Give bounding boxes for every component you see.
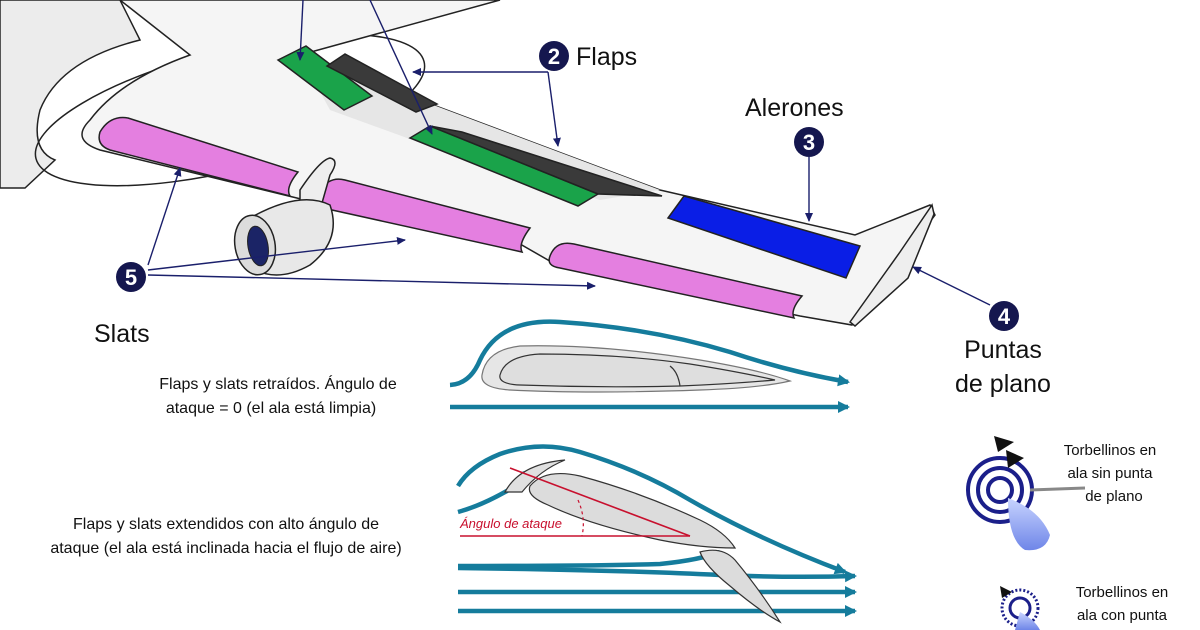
wing-tip <box>848 203 935 327</box>
flap-inboard <box>276 45 374 111</box>
flow-line-top-retracted <box>449 319 850 388</box>
airfoil-retracted <box>449 319 850 413</box>
label-puntas-line1: Puntas <box>964 336 1042 364</box>
badge-alerones-number: 3 <box>803 130 815 155</box>
label-puntas-line2: de plano <box>955 370 1051 398</box>
alerones-callout: Alerones 3 <box>745 94 844 157</box>
vortex-with-tip-line1: Torbellinos en <box>1076 584 1169 601</box>
label-flaps: Flaps <box>576 43 637 71</box>
vortex-glow-no-tip <box>1008 498 1050 551</box>
flap-inboard-dark <box>325 53 439 113</box>
label-alerones: Alerones <box>745 94 844 122</box>
badge-slats-number: 5 <box>125 265 137 290</box>
badge-puntas <box>989 301 1019 331</box>
caption-retracted-line1: Flaps y slats retraídos. Ángulo de <box>159 374 397 393</box>
slat-outboard <box>548 242 804 320</box>
slats-callout: 5 Slats <box>94 262 150 348</box>
chord-line <box>509 467 691 537</box>
badge-puntas-number: 4 <box>998 304 1011 329</box>
airfoil-flap-line-retracted <box>669 365 681 387</box>
airfoil-body-retracted <box>499 353 776 388</box>
fuselage <box>0 0 142 189</box>
badge-slats <box>116 262 146 292</box>
vortex-with-tip <box>1000 586 1040 630</box>
flaps-callout: 2 Flaps <box>539 41 637 71</box>
flow-line-4-extended <box>457 565 857 583</box>
airfoil-body-extended <box>528 473 737 549</box>
airfoil-extended: Ángulo de ataque <box>456 444 857 624</box>
slat-inboard <box>98 116 300 198</box>
caption-extended-line2: ataque (el ala está inclinada hacia el f… <box>50 540 401 557</box>
caption-retracted-line2: ataque = 0 (el ala está limpia) <box>166 400 376 417</box>
aileron <box>666 195 862 279</box>
vortex-with-tip-line2: ala con punta <box>1077 607 1168 624</box>
vortex-no-tip-line3: de plano <box>1085 488 1143 505</box>
vortex-no-tip-line1: Torbellinos en <box>1064 442 1157 459</box>
flap-outboard-dark <box>429 125 663 197</box>
flap-extended <box>699 549 782 624</box>
badge-alerones <box>794 127 824 157</box>
caption-extended-line1: Flaps y slats extendidos con alto ángulo… <box>73 516 379 533</box>
slat-extended <box>503 459 566 493</box>
vortex-glow-with-tip <box>1015 612 1040 630</box>
angle-arc <box>577 499 584 537</box>
badge-flaps-number: 2 <box>548 44 560 69</box>
pointer-arrows <box>147 0 991 306</box>
flow-line-1-extended <box>456 444 847 575</box>
vortex-no-tip-line2: ala sin punta <box>1067 465 1153 482</box>
label-angle-of-attack: Ángulo de ataque <box>459 516 562 531</box>
vortex-no-tip <box>966 436 1086 551</box>
flow-line-3-extended <box>457 549 721 569</box>
label-slats: Slats <box>94 320 150 348</box>
puntas-callout: 4 Puntas de plano <box>955 301 1051 398</box>
badge-flaps <box>539 41 569 71</box>
